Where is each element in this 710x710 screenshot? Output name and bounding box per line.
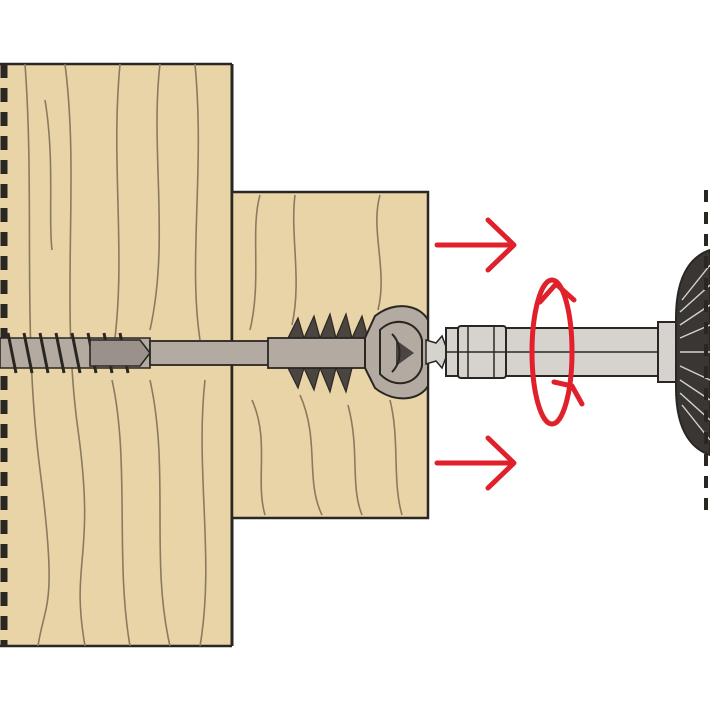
screw-head: [364, 305, 429, 400]
wall-wood-grain: [24, 63, 207, 647]
clockwise-rotation-icon: [529, 277, 585, 427]
attached-wood-grain: [249, 194, 403, 516]
drill-bit: [425, 321, 677, 383]
right-arrow-icon: [434, 217, 517, 273]
screw: [0, 305, 429, 400]
right-arrow-icon: [434, 435, 517, 491]
drill-chuck-icon: [675, 190, 710, 520]
screw-tip-threads: [0, 332, 152, 374]
screw-head-threads: [287, 312, 369, 394]
